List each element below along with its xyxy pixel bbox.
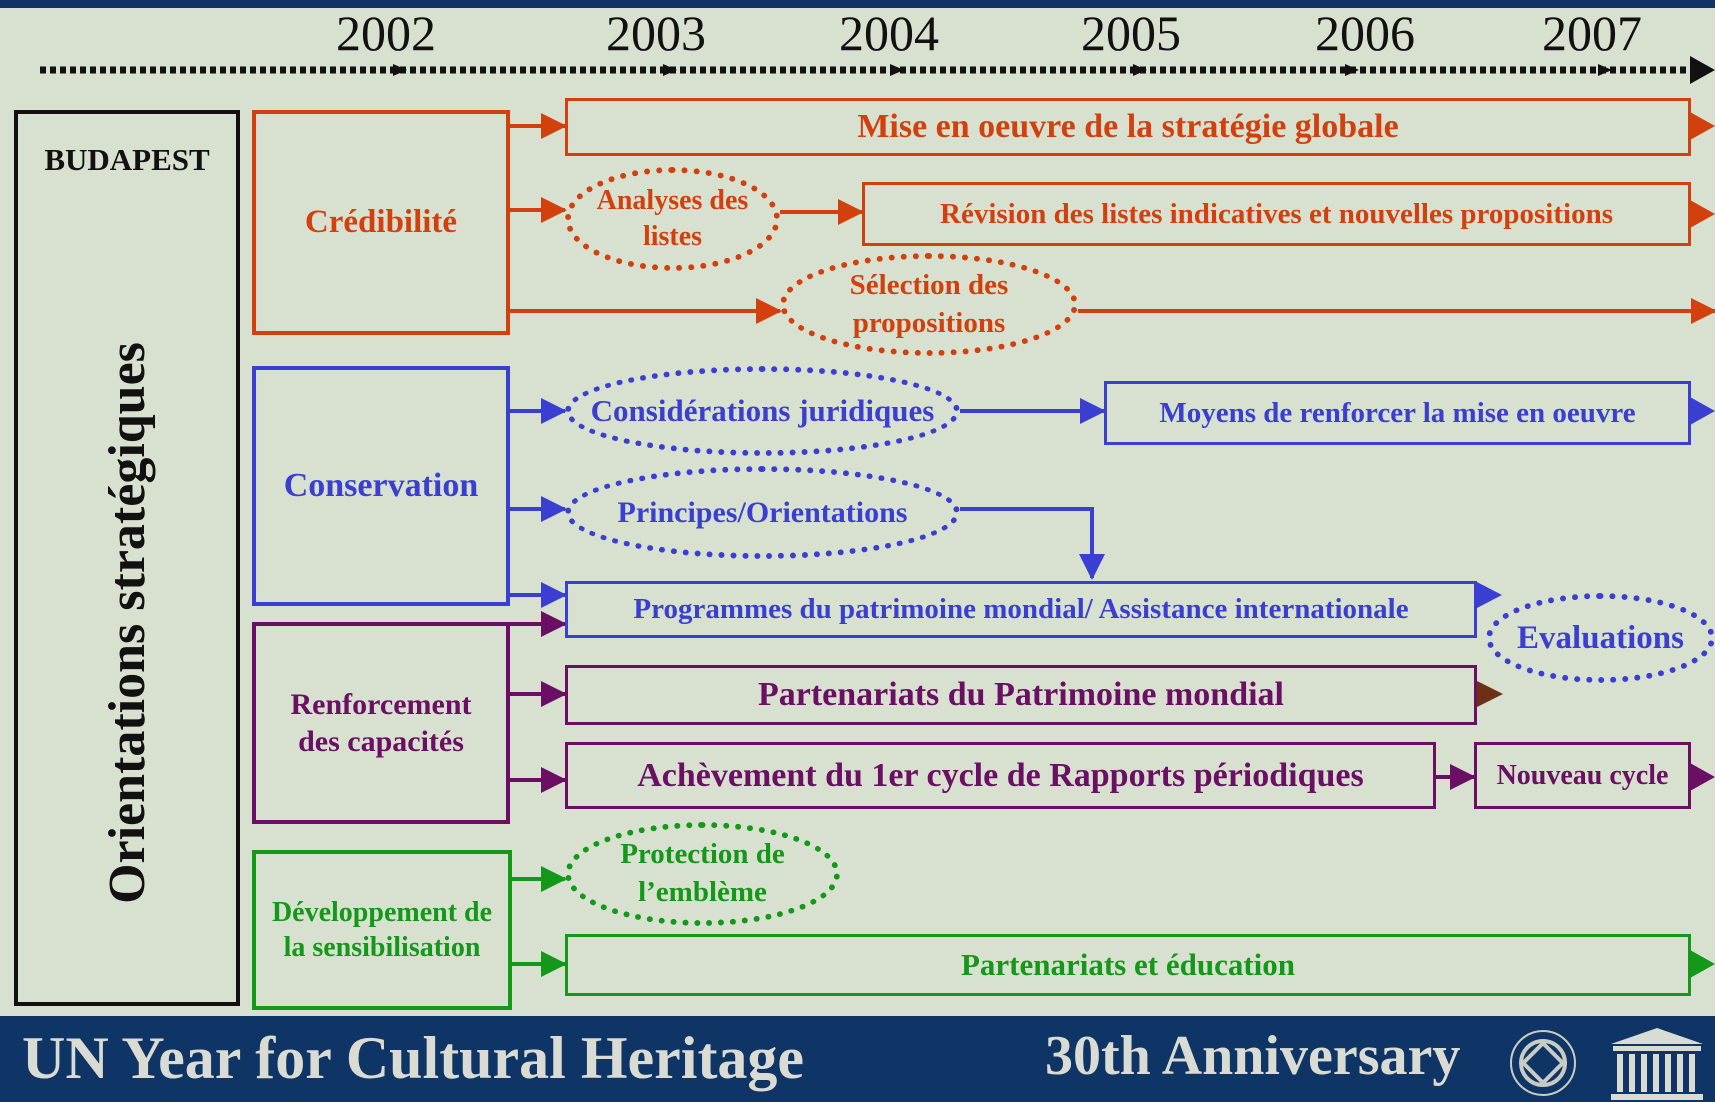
timeline-tick-2004 xyxy=(890,64,904,76)
unesco-temple-icon xyxy=(1611,1028,1703,1100)
footer-anniversary: 30th Anniversary xyxy=(1045,1025,1461,1087)
category-credibilite: Crédibilité xyxy=(252,110,510,335)
timeline-tick-2005 xyxy=(1133,64,1147,76)
bar-moyens-renforcer: Moyens de renforcer la mise en oeuvre xyxy=(1104,381,1691,445)
timeline-end-arrow xyxy=(1690,56,1715,84)
bar-nouveau-cycle: Nouveau cycle xyxy=(1474,742,1691,809)
bar-mise-en-oeuvre-strategie: Mise en oeuvre de la stratégie globale xyxy=(565,98,1691,156)
oval-analyses-listes: Analyses des listes xyxy=(565,167,780,271)
category-renforcement-capacites: Renforcement des capacités xyxy=(252,622,510,824)
bar-partenariats-education: Partenariats et éducation xyxy=(565,934,1691,996)
year-label-2006: 2006 xyxy=(1315,5,1415,61)
category-conservation: Conservation xyxy=(252,366,510,606)
bar-partenariats-patrimoine-mondial: Partenariats du Patrimoine mondial xyxy=(565,665,1477,725)
year-label-2003: 2003 xyxy=(606,5,706,61)
budapest-label: BUDAPEST xyxy=(44,142,210,177)
footer-bar: UN Year for Cultural Heritage 30th Anniv… xyxy=(0,1016,1715,1102)
year-label-2007: 2007 xyxy=(1542,5,1642,61)
budapest-box: BUDAPEST Orientations stratégiques xyxy=(14,110,240,1006)
year-label-2005: 2005 xyxy=(1081,5,1181,61)
oval-principes-orientations: Principes/Orientations xyxy=(565,466,960,559)
bar-achevement-rapports: Achèvement du 1er cycle de Rapports péri… xyxy=(565,742,1436,809)
timeline-tick-2003 xyxy=(663,64,677,76)
oval-evaluations: Evaluations xyxy=(1486,593,1715,683)
timeline-tick-2002 xyxy=(393,64,407,76)
bar-programmes-patrimoine: Programmes du patrimoine mondial/ Assist… xyxy=(565,581,1477,638)
footer-title: UN Year for Cultural Heritage xyxy=(22,1025,805,1091)
oval-selection-propositions: Sélection des propositions xyxy=(780,253,1078,356)
timeline-tick-2007 xyxy=(1598,64,1612,76)
world-heritage-emblem-icon xyxy=(1510,1030,1576,1096)
top-bar xyxy=(0,0,1715,8)
bar-revision-listes: Révision des listes indicatives et nouve… xyxy=(862,182,1691,246)
year-label-2004: 2004 xyxy=(839,5,939,61)
oval-protection-embleme: Protection de l’emblème xyxy=(565,822,840,926)
strategic-orientations-title: Orientations stratégiques xyxy=(99,342,156,904)
category-developpement-sensibilisation: Développement de la sensibilisation xyxy=(252,850,512,1010)
year-label-2002: 2002 xyxy=(336,5,436,61)
oval-considerations-juridiques: Considérations juridiques xyxy=(565,366,960,456)
timeline-tick-2006 xyxy=(1345,64,1359,76)
